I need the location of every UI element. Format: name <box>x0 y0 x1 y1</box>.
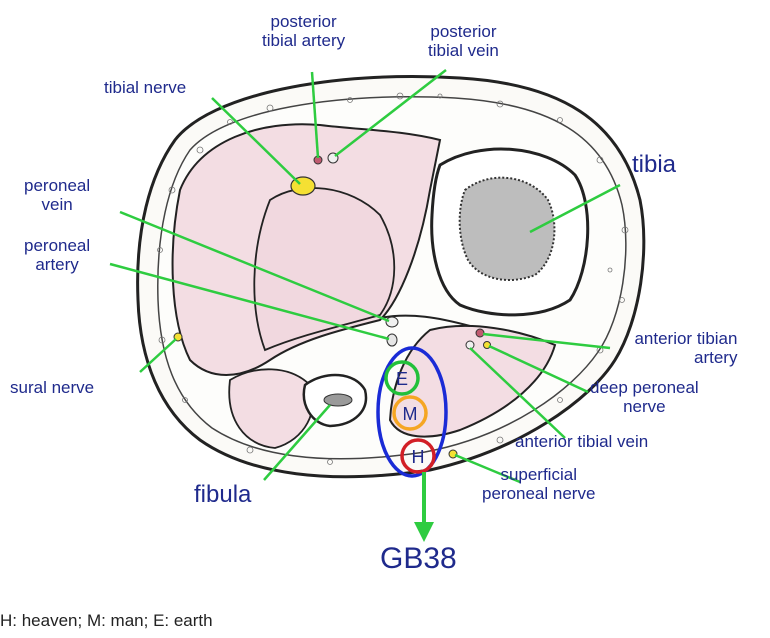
label-gb38: GB38 <box>380 543 457 575</box>
anterior-tibial-artery-structure <box>476 329 484 337</box>
label-superficial-peroneal-nerve: superficial peroneal nerve <box>482 465 595 503</box>
point-E-label: E <box>396 369 408 389</box>
label-posterior-tibial-vein: posterior tibial vein <box>428 22 499 60</box>
point-M-label: M <box>403 404 418 424</box>
point-H-label: H <box>412 447 425 467</box>
label-tibial-nerve: tibial nerve <box>104 78 186 97</box>
label-tibia: tibia <box>632 152 676 178</box>
label-fibula: fibula <box>194 482 251 508</box>
gb38-arrow-head <box>414 522 434 542</box>
label-peroneal-vein: peroneal vein <box>24 176 90 214</box>
tibia-marrow <box>460 178 555 280</box>
anterior-tibial-vein-structure <box>466 341 474 349</box>
label-peroneal-artery: peroneal artery <box>24 236 90 274</box>
legend-caption: H: heaven; M: man; E: earth <box>0 611 213 631</box>
label-sural-nerve: sural nerve <box>10 378 94 397</box>
label-deep-peroneal-nerve: deep peroneal nerve <box>590 378 699 416</box>
label-anterior-tibial-vein: anterior tibial vein <box>515 432 648 451</box>
label-anterior-tibian-artery: anterior tibian artery <box>614 329 737 367</box>
label-posterior-tibial-artery: posterior tibial artery <box>262 12 345 50</box>
fibula-marrow <box>324 394 352 406</box>
peroneal-vein-structure <box>386 317 398 327</box>
